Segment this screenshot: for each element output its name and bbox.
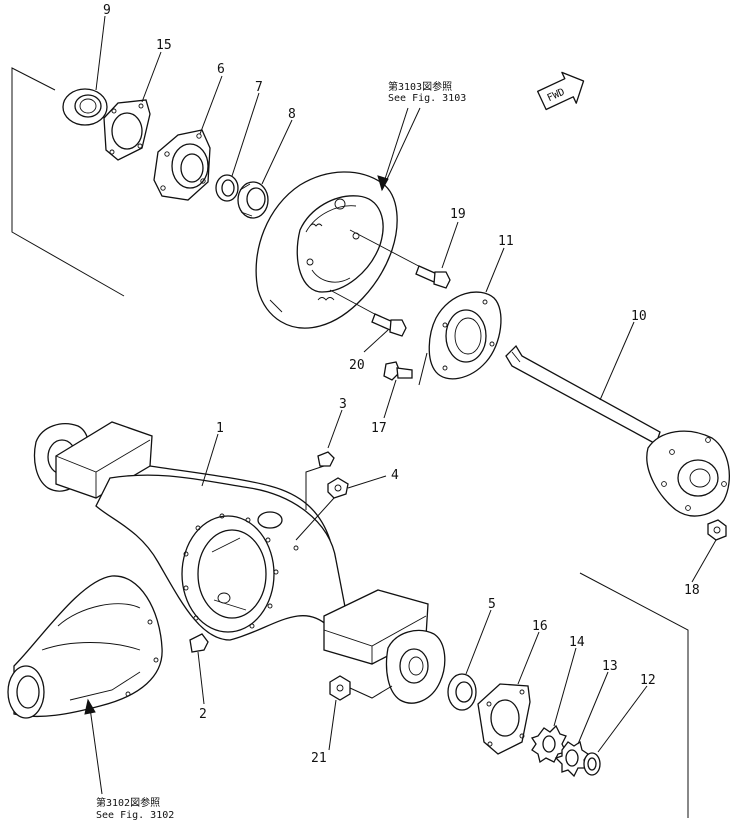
callout-9: 9: [103, 3, 111, 18]
part-5-seal: [447, 673, 477, 711]
brake-assembly: [255, 171, 398, 329]
callout-6: 6: [217, 62, 225, 77]
part-4-leader: [295, 497, 335, 541]
callout-4: 4: [391, 468, 399, 483]
ref-bottom-arrowhead: [84, 698, 96, 715]
ref-top-line1: 第3103図参照: [388, 80, 452, 93]
part-3-leader: [305, 465, 325, 510]
callout-2: 2: [199, 707, 207, 722]
callout-13: 13: [602, 659, 618, 674]
part-18-nut: [707, 519, 727, 541]
part-6-retainer: [153, 129, 211, 201]
part-10-axle-shaft: [505, 344, 730, 517]
section-line-top: [11, 67, 125, 297]
callout-15: 15: [156, 38, 172, 53]
ref-bottom-line1: 第3102図参照: [96, 796, 160, 809]
part-13-nut: [554, 740, 589, 778]
callout-1: 1: [216, 421, 224, 436]
part-21-leader: [349, 685, 393, 699]
callout-18: 18: [684, 583, 700, 598]
bolt-axis-20: [329, 289, 383, 319]
callout-7: 7: [255, 80, 263, 95]
part-17-bolt: [383, 361, 413, 381]
part-11-flange: [428, 291, 502, 380]
ref-top-arrow: [383, 107, 409, 183]
part-7-ring: [215, 174, 239, 202]
shaft-leader-line: [418, 352, 428, 386]
part-21-nut: [329, 675, 351, 701]
part-16-gasket: [477, 683, 531, 755]
fwd-arrow: FWD: [536, 71, 585, 111]
callout-11: 11: [498, 234, 514, 249]
callout-21: 21: [311, 751, 327, 766]
callout-14: 14: [569, 635, 585, 650]
section-line-bottom: [579, 572, 689, 818]
callout-12: 12: [640, 673, 656, 688]
callout-10: 10: [631, 309, 647, 324]
part-19-bolt: [415, 265, 451, 289]
callout-leaders: [95, 15, 717, 753]
callout-5: 5: [488, 597, 496, 612]
ref-top-line2: See Fig. 3103: [388, 93, 466, 104]
ref-top-arrowhead: [377, 175, 389, 192]
part-20-bolt: [371, 313, 407, 337]
callout-20: 20: [349, 358, 365, 373]
part-14-lock-washer: [530, 724, 567, 764]
callout-8: 8: [288, 107, 296, 122]
callout-3: 3: [339, 397, 347, 412]
part-4-breather: [327, 477, 349, 499]
part-15-gasket: [103, 99, 151, 161]
ref-bottom-arrow: [89, 707, 103, 795]
differential-carrier: [7, 575, 163, 719]
part-8-bearing: [237, 181, 269, 219]
part-2-plug: [189, 633, 209, 653]
part-1-axle-housing: [33, 421, 446, 704]
part-9-seal: [62, 88, 108, 126]
callout-17: 17: [371, 421, 387, 436]
callout-19: 19: [450, 207, 466, 222]
part-12-washer: [583, 752, 601, 776]
bolt-axis-19: [349, 229, 431, 273]
part-3-plug: [317, 451, 335, 467]
ref-bottom-line2: See Fig. 3102: [96, 810, 174, 821]
callout-16: 16: [532, 619, 548, 634]
